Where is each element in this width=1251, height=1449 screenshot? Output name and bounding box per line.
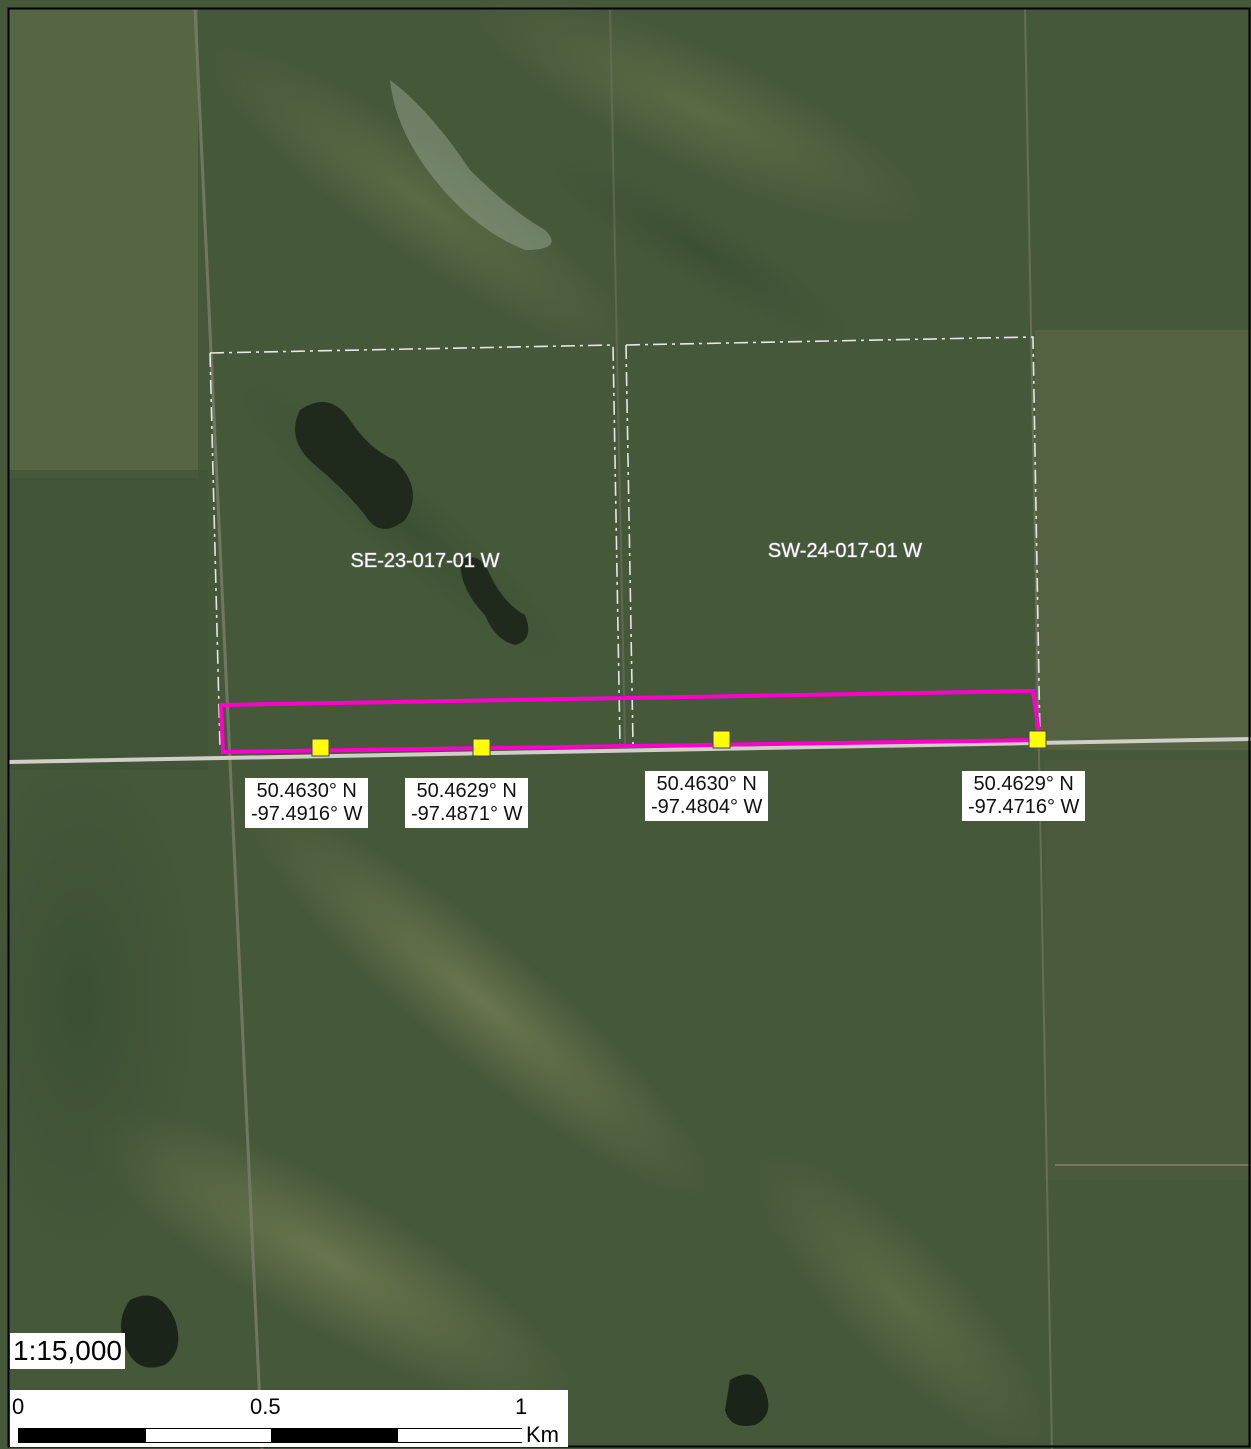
coordinate-label: 50.4630° N -97.4916° W [245, 778, 369, 828]
coordinate-label: 50.4629° N -97.4871° W [405, 778, 529, 828]
scale-tick-label: 0 [12, 1394, 25, 1419]
coordinate-label: 50.4629° N -97.4716° W [962, 771, 1086, 821]
latitude-text: 50.4629° N [416, 780, 517, 802]
scale-segment [146, 1429, 271, 1442]
scale-tick-label: 1 [515, 1394, 528, 1419]
longitude-text: -97.4804° W [651, 796, 763, 818]
scale-segment [398, 1429, 523, 1442]
latitude-text: 50.4629° N [973, 773, 1074, 795]
map-border [7, 7, 1251, 1448]
longitude-text: -97.4716° W [968, 796, 1080, 818]
scale-segment [19, 1429, 146, 1442]
scale-bar: 0 0.5 1 Km [10, 1390, 568, 1447]
survey-point-marker[interactable] [472, 738, 491, 757]
latitude-text: 50.4630° N [256, 780, 357, 802]
pond [295, 402, 413, 529]
parcel-label-se-23: SE-23-017-01 W [351, 550, 500, 572]
pond [121, 1295, 179, 1368]
pond [725, 1374, 769, 1426]
parcel-label-sw-24: SW-24-017-01 W [768, 540, 922, 562]
latitude-text: 50.4630° N [656, 773, 757, 795]
longitude-text: -97.4871° W [411, 803, 523, 825]
scale-bar-segments [18, 1428, 523, 1443]
pond [460, 557, 529, 645]
survey-point-marker[interactable] [712, 730, 731, 749]
longitude-text: -97.4916° W [251, 803, 363, 825]
scale-unit: Km [526, 1422, 559, 1447]
parcel-boundaries [209, 336, 1041, 749]
scale-segment [271, 1429, 398, 1442]
coordinate-label: 50.4630° N -97.4804° W [645, 771, 769, 821]
survey-point-marker[interactable] [311, 738, 330, 757]
scale-tick-label: 0.5 [250, 1394, 281, 1419]
survey-point-marker[interactable] [1028, 730, 1047, 749]
scale-ratio: 1:15,000 [10, 1333, 125, 1369]
